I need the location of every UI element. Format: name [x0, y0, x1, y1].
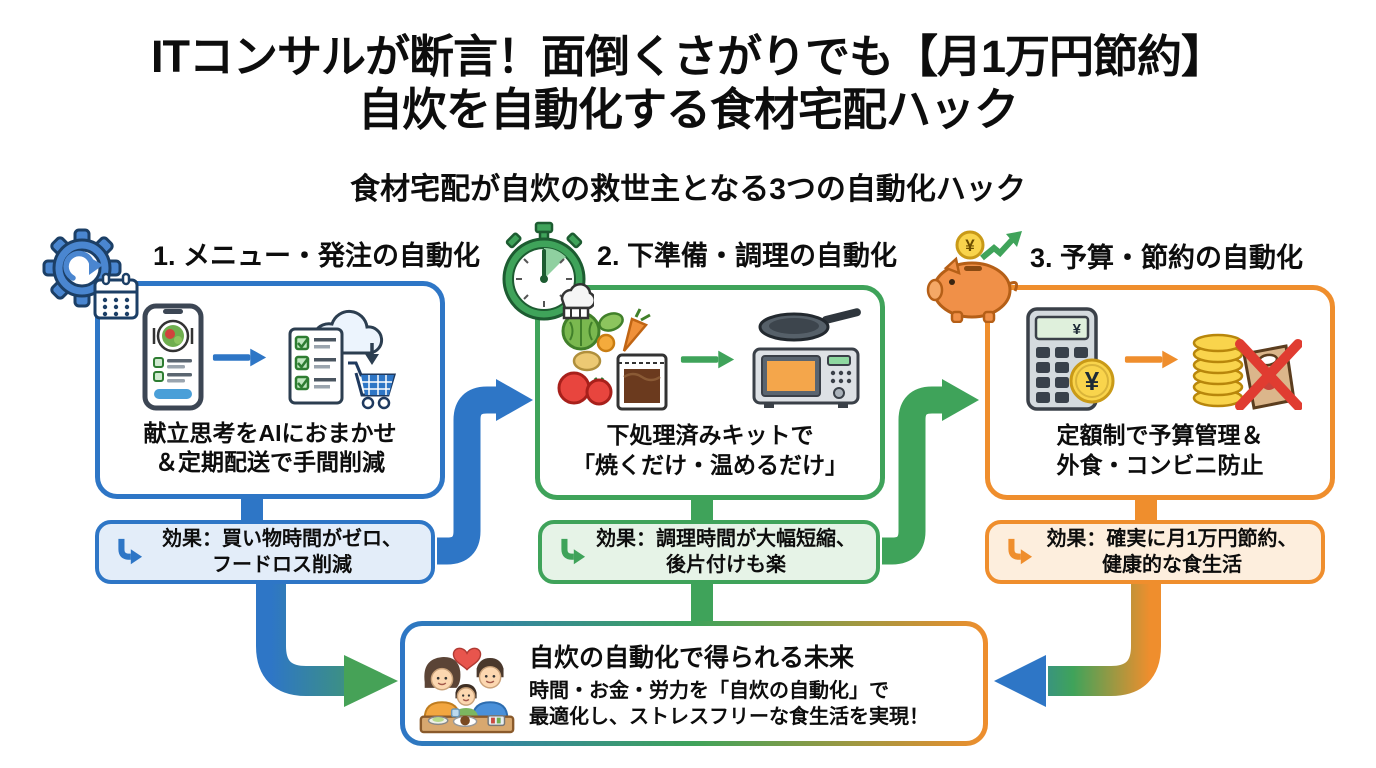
- step-1-illustration: [142, 303, 398, 411]
- gear-calendar-icon: [42, 228, 139, 320]
- step-3-illustration: ¥ ¥: [1018, 305, 1302, 413]
- step-1-caption-line1: 献立思考をAIにおまかせ: [143, 419, 397, 446]
- flow-arrow-right-future: [994, 584, 1161, 707]
- calculator-yen-icon: ¥ ¥: [1026, 307, 1115, 411]
- family-dinner-icon: [419, 647, 515, 733]
- right-arrow-icon: [1124, 350, 1179, 369]
- stopwatch-chef-icon: [502, 221, 594, 321]
- yen-symbol: ¥: [1073, 321, 1082, 338]
- step-3-box: ¥ ¥: [985, 285, 1335, 500]
- step-1-caption: 献立思考をAIにおまかせ ＆定期配送で手間削減: [144, 419, 397, 478]
- step-1-box: 献立思考をAIにおまかせ ＆定期配送で手間削減: [95, 281, 445, 499]
- step-2-box: 下処理済みキットで 「焼くだけ・温めるだけ」: [535, 285, 885, 500]
- step-2-caption-line2: 「焼くだけ・温めるだけ」: [572, 451, 848, 478]
- effect-box-2: 効果：調理時間が大幅短縮、 後片付けも楽: [538, 520, 880, 584]
- chef-hat-glyph: [560, 283, 594, 320]
- right-arrow-icon: [212, 348, 267, 366]
- effect-box-1: 効果：買い物時間がゼロ、 フードロス削減: [95, 520, 435, 584]
- smartphone-menu-icon: [142, 303, 204, 411]
- page-title-line2: 自炊を自動化する食材宅配ハック: [357, 84, 1019, 136]
- effect-elbow-arrow-icon: [561, 538, 586, 565]
- flow-arrow-step2-step3: [882, 379, 979, 565]
- effect-1-line1: 効果：買い物時間がゼロ、: [162, 528, 402, 550]
- future-box: 自炊の自動化で得られる未来 時間・お金・労力を「自炊の自動化」で 最適化し、スト…: [400, 621, 988, 746]
- effect-box-3: 効果：確実に月1万円節約、 健康的な食生活: [985, 520, 1325, 584]
- connector-effect2-future: [691, 582, 713, 624]
- yen-symbol: ¥: [1085, 366, 1100, 396]
- piggybank-icon: ¥: [926, 230, 1022, 323]
- heart-icon: [452, 647, 482, 671]
- step-1-caption-line2: ＆定期配送で手間削減: [155, 449, 385, 475]
- step-2-header: 2. 下準備・調理の自動化: [597, 241, 898, 271]
- subtitle: 食材宅配が自炊の救世主となる3つの自動化ハック: [350, 173, 1026, 206]
- effect-2-line1: 効果：調理時間が大幅短縮、: [596, 528, 856, 550]
- future-body-line1: 時間・お金・労力を「自炊の自動化」で: [529, 679, 889, 702]
- effect-3-text: 効果：確実に月1万円節約、 健康的な食生活: [1033, 526, 1311, 578]
- step-3-caption-line2: 外食・コンビニ防止: [1056, 451, 1264, 478]
- yen-symbol: ¥: [965, 236, 975, 255]
- effect-elbow-arrow-icon: [118, 538, 143, 565]
- page-title-line1: ITコンサルが断言！面倒くさがりでも【月1万円節約】: [150, 31, 1226, 82]
- step-3-caption-line1: 定額制で予算管理＆: [1056, 422, 1264, 449]
- step-1-header: 1. メニュー・発注の自動化: [153, 241, 481, 271]
- flow-arrow-left-future: [256, 584, 398, 707]
- coins-no-takeout-icon: [1192, 333, 1302, 411]
- effect-2-text: 効果：調理時間が大幅短縮、 後片付けも楽: [586, 526, 866, 578]
- future-box-inner: 自炊の自動化で得られる未来 時間・お金・労力を「自炊の自動化」で 最適化し、スト…: [405, 626, 983, 741]
- effect-3-line2: 健康的な食生活: [1102, 554, 1242, 576]
- future-title: 自炊の自動化で得られる未来: [529, 643, 855, 672]
- effect-1-line2: フードロス削減: [212, 554, 352, 576]
- step-2-caption-line1: 下処理済みキットで: [606, 422, 814, 449]
- cloud-checklist-cart-icon: [288, 309, 397, 409]
- future-body-line2: 最適化し、ストレスフリーな食生活を実現！: [529, 705, 929, 728]
- effect-2-line2: 後片付けも楽: [666, 554, 786, 576]
- page-title: ITコンサルが断言！面倒くさがりでも【月1万円節約】 自炊を自動化する食材宅配ハ…: [0, 30, 1376, 136]
- effect-3-line1: 効果：確実に月1万円節約、: [1046, 528, 1298, 550]
- flow-arrow-step1-step2: [437, 379, 533, 565]
- step-2-caption: 下処理済みキットで 「焼くだけ・温めるだけ」: [572, 421, 848, 480]
- step-3-caption: 定額制で予算管理＆ 外食・コンビニ防止: [1057, 421, 1264, 480]
- pan-microwave-icon: [752, 308, 861, 409]
- effect-elbow-arrow-icon: [1008, 538, 1033, 565]
- calendar-glyph: [93, 272, 139, 320]
- step-2-illustration: [554, 305, 866, 413]
- right-arrow-icon: [680, 350, 735, 369]
- effect-1-text: 効果：買い物時間がゼロ、 フードロス削減: [143, 526, 421, 578]
- step-3-header: 3. 予算・節約の自動化: [1030, 243, 1304, 273]
- mealkit-vegetables-icon: [557, 308, 668, 411]
- future-text: 自炊の自動化で得られる未来 時間・お金・労力を「自炊の自動化」で 最適化し、スト…: [529, 638, 971, 730]
- future-body: 時間・お金・労力を「自炊の自動化」で 最適化し、ストレスフリーな食生活を実現！: [529, 678, 971, 730]
